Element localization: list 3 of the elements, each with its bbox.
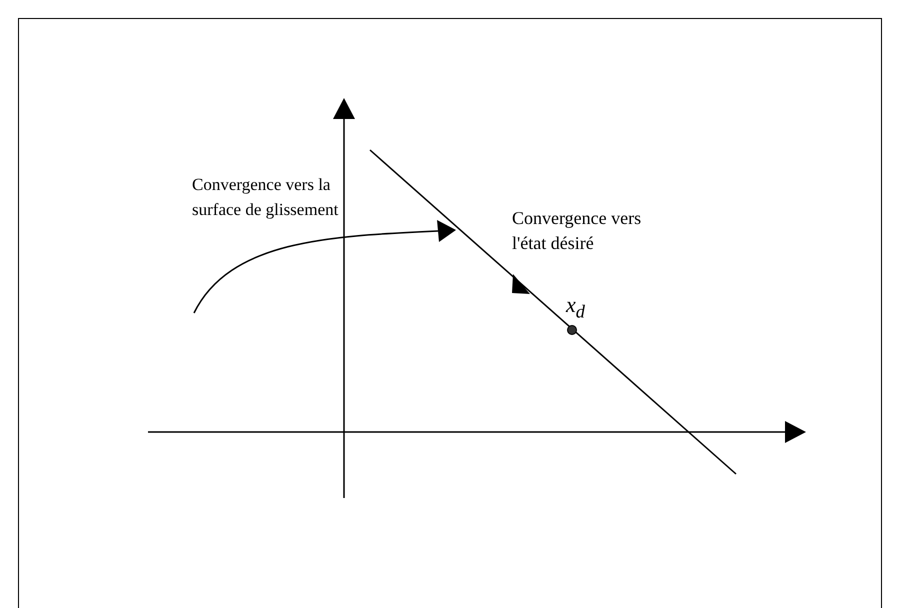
annotation-text: Convergence vers la surface de glissement xyxy=(192,174,340,221)
point-label: x$_{d}$ xyxy=(566,292,585,324)
annotation-text: Convergence vers l'état désiré xyxy=(512,207,642,255)
